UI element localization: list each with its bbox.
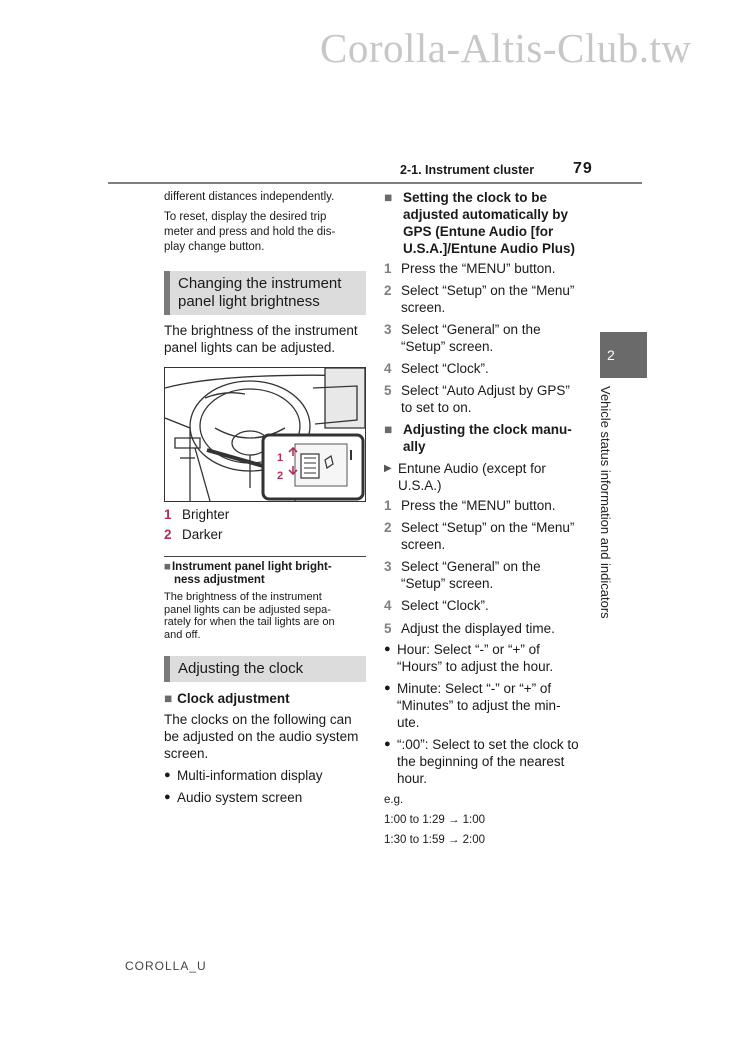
dashboard-illustration: 1 2 xyxy=(164,367,366,502)
example-line: 1:00 to 1:29 → 1:00 xyxy=(384,814,486,826)
chapter-tab: 2 xyxy=(600,332,647,378)
steering-wheel-illustration xyxy=(165,368,365,501)
note-heading: ■Instrument panel light bright- ness adj… xyxy=(164,561,332,586)
watermark: Corolla-Altis-Club.tw xyxy=(320,25,692,71)
section-heading-clock: Adjusting the clock xyxy=(164,656,366,682)
time-bullet: ● Hour: Select “-” or “+” of“Hours” to a… xyxy=(384,642,554,674)
example-line: 1:30 to 1:59 → 2:00 xyxy=(384,834,486,846)
bullet-dot-icon: ● xyxy=(384,738,391,750)
example-label: e.g. xyxy=(384,794,404,806)
callout-1: 1 xyxy=(277,452,284,464)
manual-heading: ■ Adjusting the clock manu- ally xyxy=(384,422,572,454)
chapter-number: 2 xyxy=(607,347,615,363)
bullet-dot-icon: ● xyxy=(164,791,171,803)
gps-step: 3 Select “General” on the“Setup” screen. xyxy=(384,322,541,354)
clock-adjustment-paragraph: The clocks on the following can be adjus… xyxy=(164,712,359,761)
gps-step: 4 Select “Clock”. xyxy=(384,361,489,376)
gps-step: 5 Select “Auto Adjust by GPS”to set to o… xyxy=(384,383,570,415)
manual-step: 3 Select “General” on the“Setup” screen. xyxy=(384,559,541,591)
triangle-right-icon: ▶ xyxy=(384,463,392,474)
footer-model-code: COROLLA_U xyxy=(125,959,207,973)
clock-adjustment-heading: ■Clock adjustment xyxy=(164,691,290,706)
reset-paragraph: To reset, display the desired trip meter… xyxy=(164,211,336,253)
bullet-dot-icon: ● xyxy=(384,682,391,694)
manual-step: 4 Select “Clock”. xyxy=(384,598,489,613)
chapter-label-box: Vehicle status information and indicator… xyxy=(598,386,620,626)
time-bullet: ● Minute: Select “-” or “+” of“Minutes” … xyxy=(384,681,561,730)
gps-step: 2 Select “Setup” on the “Menu”screen. xyxy=(384,283,575,315)
bullet-dot-icon: ● xyxy=(164,769,171,781)
manual-step: 5 Adjust the displayed time. xyxy=(384,621,555,636)
header-divider xyxy=(108,182,642,184)
intro-line: different distances independently. xyxy=(164,191,335,203)
bullet-dot-icon: ● xyxy=(384,643,391,655)
section-heading-brightness: Changing the instrument panel light brig… xyxy=(164,271,366,315)
note-body: The brightness of the instrument panel l… xyxy=(164,591,335,641)
bullet-item: ●Multi-information display xyxy=(164,768,323,783)
bullet-item: ●Audio system screen xyxy=(164,790,303,805)
header-section-title: 2-1. Instrument cluster xyxy=(400,163,535,177)
callout-2: 2 xyxy=(277,470,284,482)
gps-heading: ■ Setting the clock to be adjusted autom… xyxy=(384,190,575,256)
manual-step: 1 Press the “MENU” button. xyxy=(384,498,556,513)
page-number: 79 xyxy=(573,160,593,177)
chapter-label: Vehicle status information and indicator… xyxy=(598,386,613,619)
note-divider xyxy=(164,556,366,557)
manual-step: 2 Select “Setup” on the “Menu”screen. xyxy=(384,520,575,552)
gps-step: 1 Press the “MENU” button. xyxy=(384,261,556,276)
brightness-paragraph: The brightness of the instrument panel l… xyxy=(164,323,358,355)
